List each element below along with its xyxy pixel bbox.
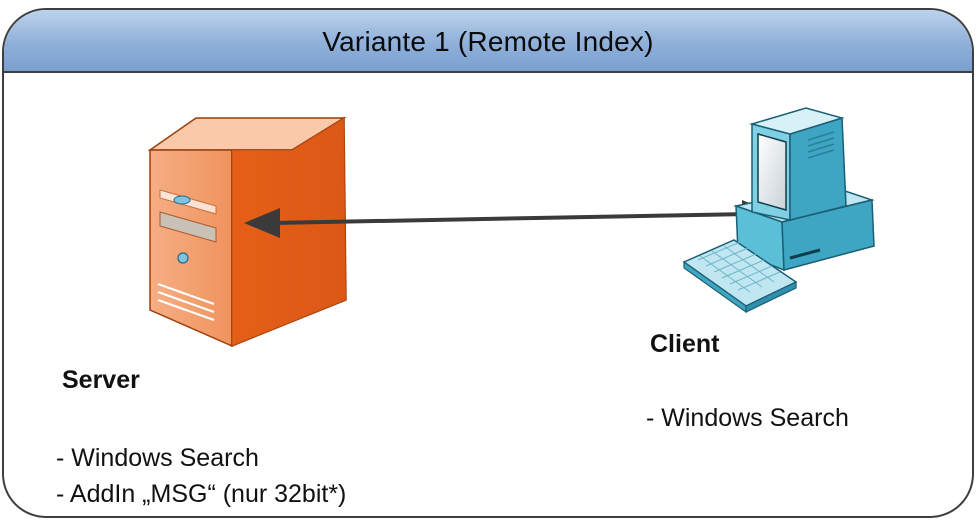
desktop-computer-icon [733,107,875,272]
diagram-title: Variante 1 (Remote Index) [322,25,654,57]
server-feature-addin-msg: - AddIn „MSG“ (nur 32bit*) [56,480,347,508]
client-feature-windows-search: - Windows Search [646,404,849,432]
server-tower-icon [147,116,347,348]
server-feature-windows-search: - Windows Search [56,444,259,472]
keyboard-icon [682,239,798,314]
client-label: Client [650,330,720,358]
server-label: Server [62,366,140,394]
diagram-header: Variante 1 (Remote Index) [4,10,972,73]
